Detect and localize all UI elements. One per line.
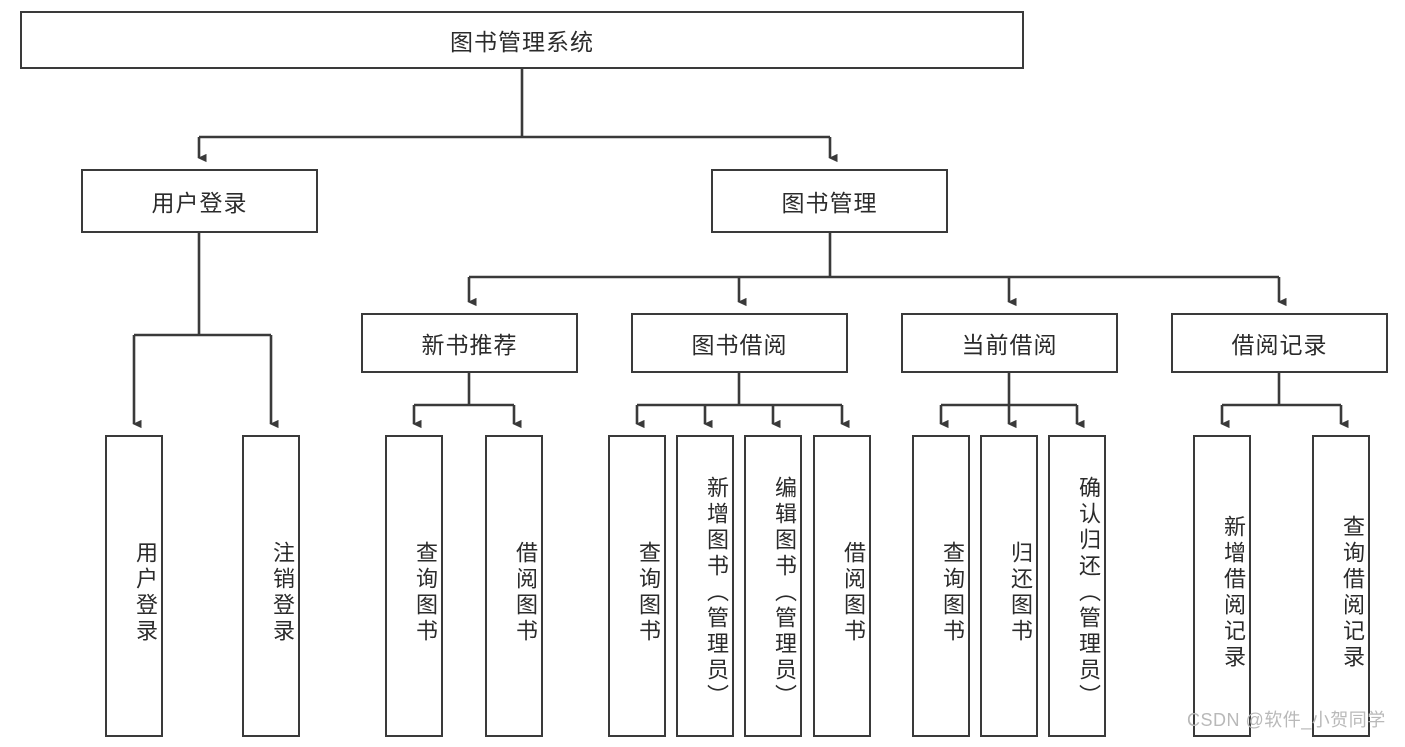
node-user-login[interactable]: 用户登录 bbox=[81, 169, 318, 233]
node-root-system[interactable]: 图书管理系统 bbox=[20, 11, 1024, 69]
leaf-current-borrow-confirm-return-admin[interactable]: 确认归还（管理员） bbox=[1048, 435, 1106, 737]
node-label: 查询图书 bbox=[940, 541, 965, 645]
leaf-book-borrow-add-admin[interactable]: 新增图书（管理员） bbox=[676, 435, 734, 737]
node-label: 图书借阅 bbox=[691, 332, 788, 358]
node-label: 用户登录 bbox=[151, 190, 248, 216]
leaf-book-borrow-edit-admin[interactable]: 编辑图书（管理员） bbox=[744, 435, 802, 737]
leaf-new-book-query[interactable]: 查询图书 bbox=[385, 435, 443, 737]
node-label: 注销登录 bbox=[270, 541, 295, 645]
node-borrowing-records[interactable]: 借阅记录 bbox=[1171, 313, 1388, 373]
leaf-current-borrow-return[interactable]: 归还图书 bbox=[980, 435, 1038, 737]
node-label: 图书管理系统 bbox=[450, 29, 594, 55]
leaf-user-login-signin[interactable]: 用户登录 bbox=[105, 435, 163, 737]
node-label: 编辑图书（管理员） bbox=[772, 476, 797, 710]
node-label: 新增图书（管理员） bbox=[704, 476, 729, 710]
leaf-user-login-signout[interactable]: 注销登录 bbox=[242, 435, 300, 737]
node-label: 借阅记录 bbox=[1231, 332, 1328, 358]
node-label: 用户登录 bbox=[133, 541, 158, 645]
leaf-book-borrow-borrow[interactable]: 借阅图书 bbox=[813, 435, 871, 737]
node-label: 查询借阅记录 bbox=[1340, 515, 1365, 671]
node-new-book-recommendation[interactable]: 新书推荐 bbox=[361, 313, 578, 373]
leaf-new-book-borrow[interactable]: 借阅图书 bbox=[485, 435, 543, 737]
node-label: 新增借阅记录 bbox=[1221, 515, 1246, 671]
leaf-borrow-record-query[interactable]: 查询借阅记录 bbox=[1312, 435, 1370, 737]
leaf-book-borrow-query[interactable]: 查询图书 bbox=[608, 435, 666, 737]
node-label: 归还图书 bbox=[1008, 541, 1033, 645]
leaf-current-borrow-query[interactable]: 查询图书 bbox=[912, 435, 970, 737]
node-label: 查询图书 bbox=[636, 541, 661, 645]
node-current-borrowing[interactable]: 当前借阅 bbox=[901, 313, 1118, 373]
node-label: 新书推荐 bbox=[421, 332, 518, 358]
node-book-management[interactable]: 图书管理 bbox=[711, 169, 948, 233]
leaf-borrow-record-add[interactable]: 新增借阅记录 bbox=[1193, 435, 1251, 737]
node-book-borrowing[interactable]: 图书借阅 bbox=[631, 313, 848, 373]
node-label: 当前借阅 bbox=[961, 332, 1058, 358]
node-label: 确认归还（管理员） bbox=[1076, 476, 1101, 710]
node-label: 借阅图书 bbox=[513, 541, 538, 645]
node-label: 图书管理 bbox=[781, 190, 878, 216]
node-label: 借阅图书 bbox=[841, 541, 866, 645]
node-label: 查询图书 bbox=[413, 541, 438, 645]
